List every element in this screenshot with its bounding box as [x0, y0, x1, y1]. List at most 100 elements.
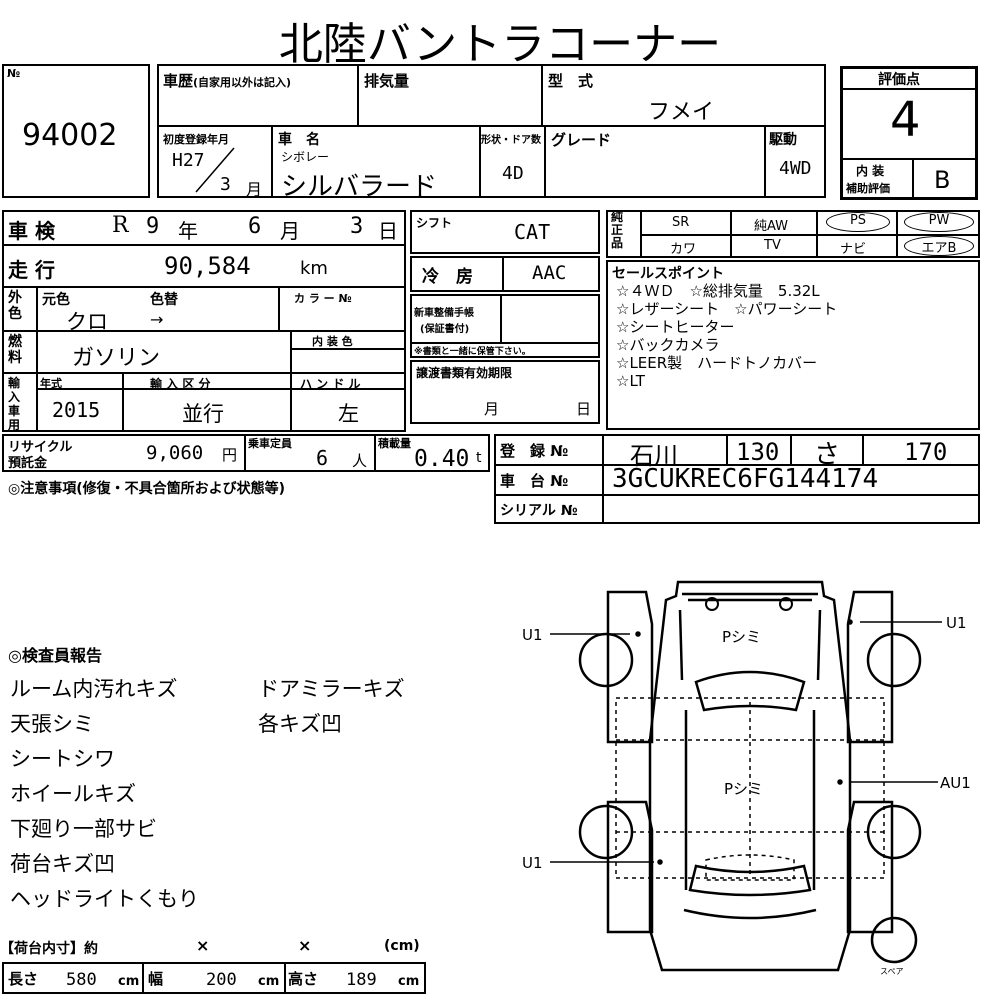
report-item: 下廻り一部サビ [10, 817, 157, 841]
inspection-day: 3 [350, 214, 364, 239]
grade-label: グレード [551, 131, 612, 149]
displacement-label: 排気量 [364, 72, 410, 90]
maintenance-label-2: (保証書付) [420, 324, 470, 335]
shift-label: シフト [416, 216, 453, 230]
option-alloy-wheels: 純AW [754, 219, 789, 234]
report-item: シートシワ [10, 747, 115, 771]
recycle-row [2, 434, 490, 472]
report-item: 荷台キズ凹 [10, 852, 115, 876]
fuel-label: 燃料 [8, 334, 22, 366]
import-type-value: 並行 [182, 402, 224, 426]
mark-right-front: U1 [946, 614, 967, 632]
cargo-height-label: 高さ [288, 970, 319, 988]
lot-label: № [7, 67, 21, 80]
plate-region: 石川 [630, 442, 678, 470]
wheels [578, 632, 922, 964]
stain-bed: Pシミ [722, 628, 761, 646]
plate-class: 130 [736, 438, 780, 466]
report-item: ヘッドライトくもり [10, 887, 199, 911]
mileage-label: 走 行 [8, 258, 55, 282]
documents-label: 譲渡書類有効期限 [416, 366, 513, 380]
maintenance-label-1: 新車整備手帳 [414, 308, 474, 319]
fuel-value: ガソリン [72, 346, 161, 371]
cargo-x1: × [196, 936, 210, 955]
cargo-width-unit: cm [258, 974, 280, 989]
drive-value: 4WD [779, 158, 812, 179]
mileage-unit: km [300, 258, 328, 279]
body-doors-value: 4D [502, 163, 524, 184]
car-name-label: 車 名 [278, 132, 320, 148]
plate-kana: さ [814, 440, 841, 470]
vehicle-info-block [157, 64, 826, 198]
cargo-length-label: 長さ [8, 970, 39, 988]
aircon-label: 冷 房 [422, 267, 473, 287]
maintenance-note: ※書類と一緒に保管下さい。 [414, 347, 531, 357]
score-value: 4 [890, 92, 921, 148]
notes-heading: ◎注意事項(修復・不具合箇所および状態等) [8, 481, 286, 497]
stain-cab: Pシミ [724, 780, 763, 798]
spare-label: スペア [880, 967, 903, 976]
mark-left-rear: U1 [522, 854, 543, 872]
interior-color-label: 内 装 色 [312, 335, 353, 348]
specs-block [2, 210, 406, 432]
inspection-era: R [112, 213, 129, 238]
color-change-label: 色替 [150, 292, 178, 308]
mark-right-rear: AU1 [940, 774, 971, 792]
mark-left-front: U1 [522, 626, 543, 644]
aircon-box [410, 256, 600, 292]
serial-label: シリアル № [500, 503, 578, 519]
inspection-label: 車 検 [8, 219, 55, 243]
documents-month-unit: 月 [484, 400, 500, 418]
import-label: 輸入車用 [8, 376, 21, 432]
selling-point: ☆バックカメラ [616, 336, 720, 354]
truck-body-outline [648, 580, 852, 972]
import-year-label: 年式 [40, 377, 62, 390]
inspection-year-unit: 年 [178, 219, 198, 243]
cargo-length-unit: cm [118, 974, 140, 989]
drive-label: 駆動 [769, 132, 797, 148]
registration-month: 3 [220, 174, 231, 195]
registration-month-unit: 月 [246, 180, 263, 199]
registration-era: H27 [172, 150, 205, 171]
cargo-heading: 【荷台内寸】約 [0, 941, 98, 957]
recycle-unit: 円 [222, 446, 238, 464]
chassis-label: 車 台 № [500, 472, 569, 490]
car-maker: シボレー [281, 150, 330, 164]
option-sr: SR [672, 215, 690, 230]
capacity-unit: 人 [352, 452, 368, 470]
option-airbag-circled: エアB [904, 236, 974, 256]
report-item: 各キズ凹 [258, 712, 342, 736]
cargo-length: 580 [66, 970, 97, 990]
import-year-value: 2015 [52, 398, 101, 422]
inspector-heading: ◎検査員報告 [8, 646, 102, 665]
recycle-label-1: リサイクル [8, 440, 73, 455]
color-arrow: → [150, 310, 164, 329]
interior-score: B [934, 166, 951, 194]
cargo-width-label: 幅 [148, 970, 164, 988]
model-value: フメイ [648, 100, 715, 125]
inspection-day-unit: 日 [378, 219, 398, 243]
page-title: 北陸バントラコーナー [278, 19, 722, 70]
documents-day-unit: 日 [576, 400, 592, 418]
cargo-x2: × [298, 936, 312, 955]
maintenance-box [410, 294, 600, 358]
registration-label: 初度登録年月 [163, 133, 229, 146]
chassis-number: 3GCUKREC6FG144174 [612, 464, 879, 494]
report-item: ルーム内汚れキズ [10, 677, 178, 701]
interior-label-1: 内 装 [856, 164, 885, 178]
selling-points-list: ☆４ＷＤ ☆総排気量 5.32L ☆レザーシート ☆パワーシート ☆シートヒータ… [616, 282, 837, 390]
option-ps-circled: PS [826, 212, 890, 232]
option-tv: TV [764, 238, 781, 253]
options-label: 純正品 [611, 210, 624, 250]
selling-points-label: セールスポイント [612, 266, 724, 282]
cargo-height-unit: cm [398, 974, 420, 989]
score-box [840, 66, 978, 200]
cargo-dimensions-row [2, 962, 426, 994]
load-unit: t [476, 450, 482, 466]
cargo-height: 189 [346, 970, 377, 990]
selling-point: ☆レザーシート ☆パワーシート [616, 300, 838, 318]
selling-point: ☆シートヒーター [616, 318, 735, 336]
color-label: 外色 [8, 290, 22, 322]
score-label: 評価点 [878, 72, 920, 88]
mileage-value: 90,584 [164, 252, 251, 280]
